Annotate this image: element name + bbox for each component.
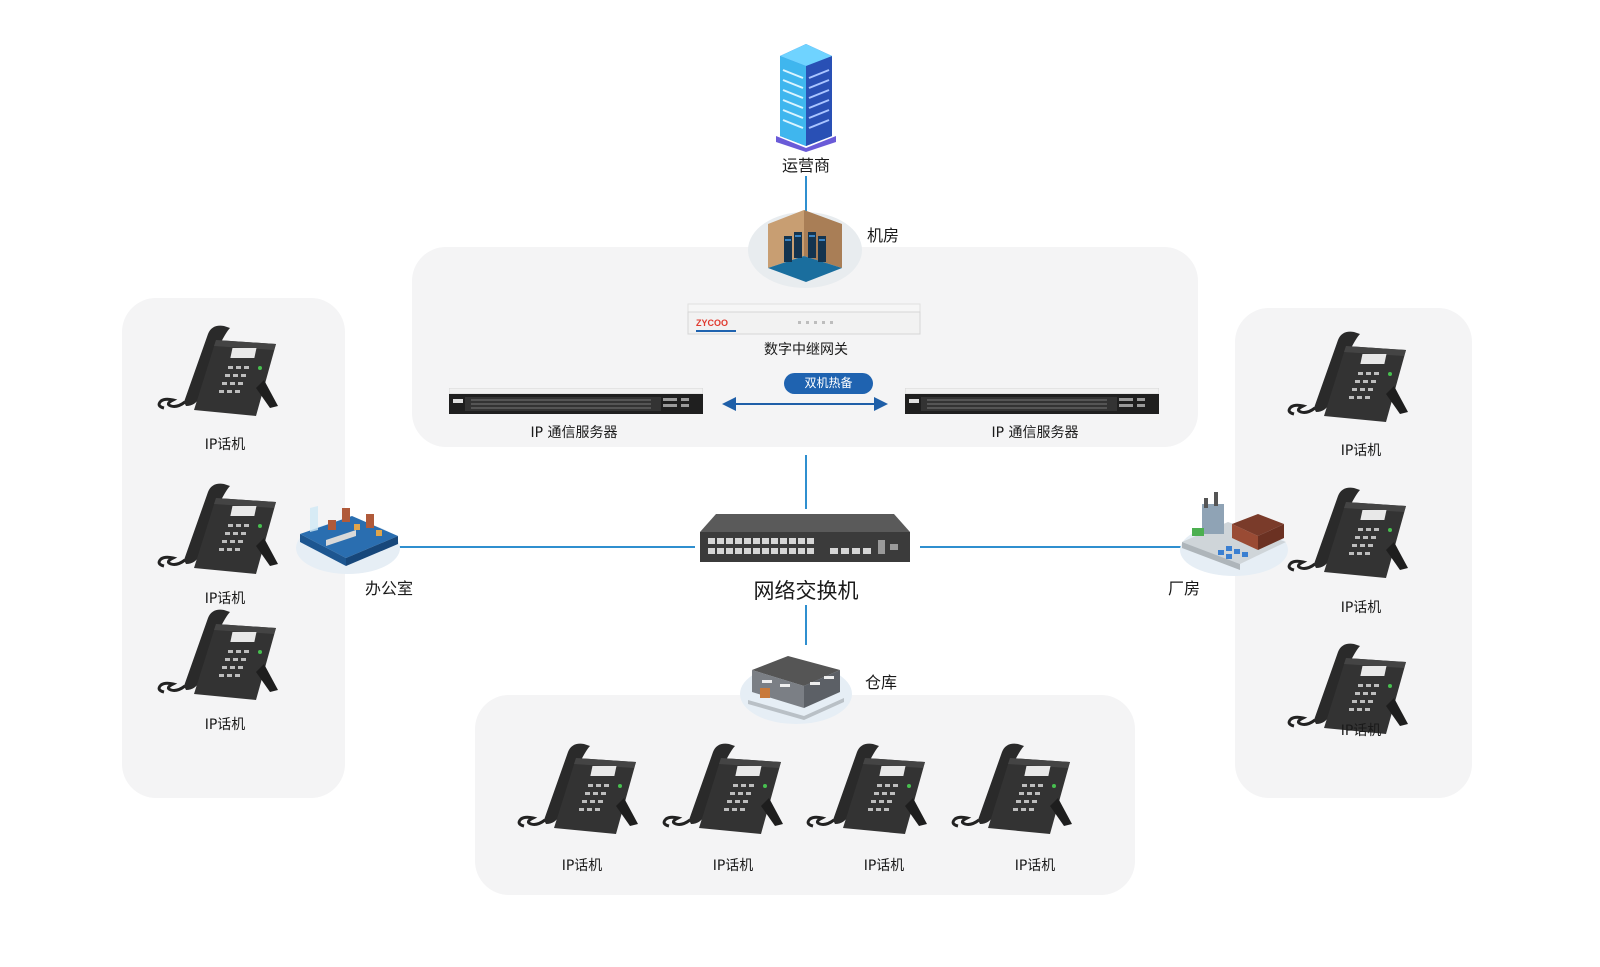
link-servers-to-switch (805, 455, 807, 509)
ip-phone-bottom-4-label: IP话机 (1014, 858, 1056, 874)
link-switch-to-factory (920, 546, 1190, 548)
network-switch-device (700, 514, 910, 562)
ip-phone-bottom-2-label: IP话机 (712, 858, 754, 874)
ip-phone-right-1-label: IP话机 (1340, 443, 1382, 459)
factory-label: 厂房 (1168, 579, 1201, 598)
office-icon (296, 506, 400, 574)
ip-server-left-label: IP 通信服务器 (530, 425, 618, 441)
ip-phone-left-3 (156, 606, 284, 706)
ip-phone-bottom-3 (805, 740, 933, 840)
hot-standby-badge: 双机热备 (784, 373, 873, 394)
ip-phone-bottom-4 (950, 740, 1078, 840)
ip-server-left (449, 388, 703, 414)
machine-room-icon (748, 210, 862, 288)
link-office-to-switch (395, 546, 695, 548)
ip-server-right (905, 388, 1159, 414)
ip-phone-bottom-3-label: IP话机 (863, 858, 905, 874)
link-carrier-to-room (805, 176, 807, 212)
warehouse-icon (740, 656, 852, 724)
carrier-label: 运营商 (781, 156, 831, 175)
link-switch-to-warehouse (805, 605, 807, 645)
ip-phone-right-2-label: IP话机 (1340, 600, 1382, 616)
ip-phone-left-3-label: IP话机 (204, 717, 246, 733)
warehouse-label: 仓库 (865, 673, 898, 692)
ip-server-right-label: IP 通信服务器 (991, 425, 1079, 441)
ip-phone-left-1-label: IP话机 (204, 437, 246, 453)
ip-phone-bottom-2 (661, 740, 789, 840)
network-switch-label: 网络交换机 (753, 579, 859, 603)
ip-phone-left-2-label: IP话机 (204, 591, 246, 607)
gateway-label: 数字中继网关 (764, 342, 848, 358)
ip-phone-right-3-label: IP话机 (1340, 723, 1382, 739)
gateway-brand-logo: ZYCOO (696, 318, 728, 328)
ip-phone-bottom-1 (516, 740, 644, 840)
hot-standby-arrow (722, 397, 888, 411)
carrier-building-icon (776, 44, 836, 152)
ip-phone-bottom-1-label: IP话机 (561, 858, 603, 874)
gateway-device: ZYCOO (687, 303, 921, 335)
factory-icon (1180, 492, 1288, 576)
ip-phone-left-2 (156, 480, 284, 580)
ip-phone-right-2 (1286, 484, 1414, 584)
machine-room-label: 机房 (867, 226, 900, 245)
ip-phone-left-1 (156, 322, 284, 422)
office-label: 办公室 (365, 579, 414, 598)
ip-phone-right-1 (1286, 328, 1414, 428)
